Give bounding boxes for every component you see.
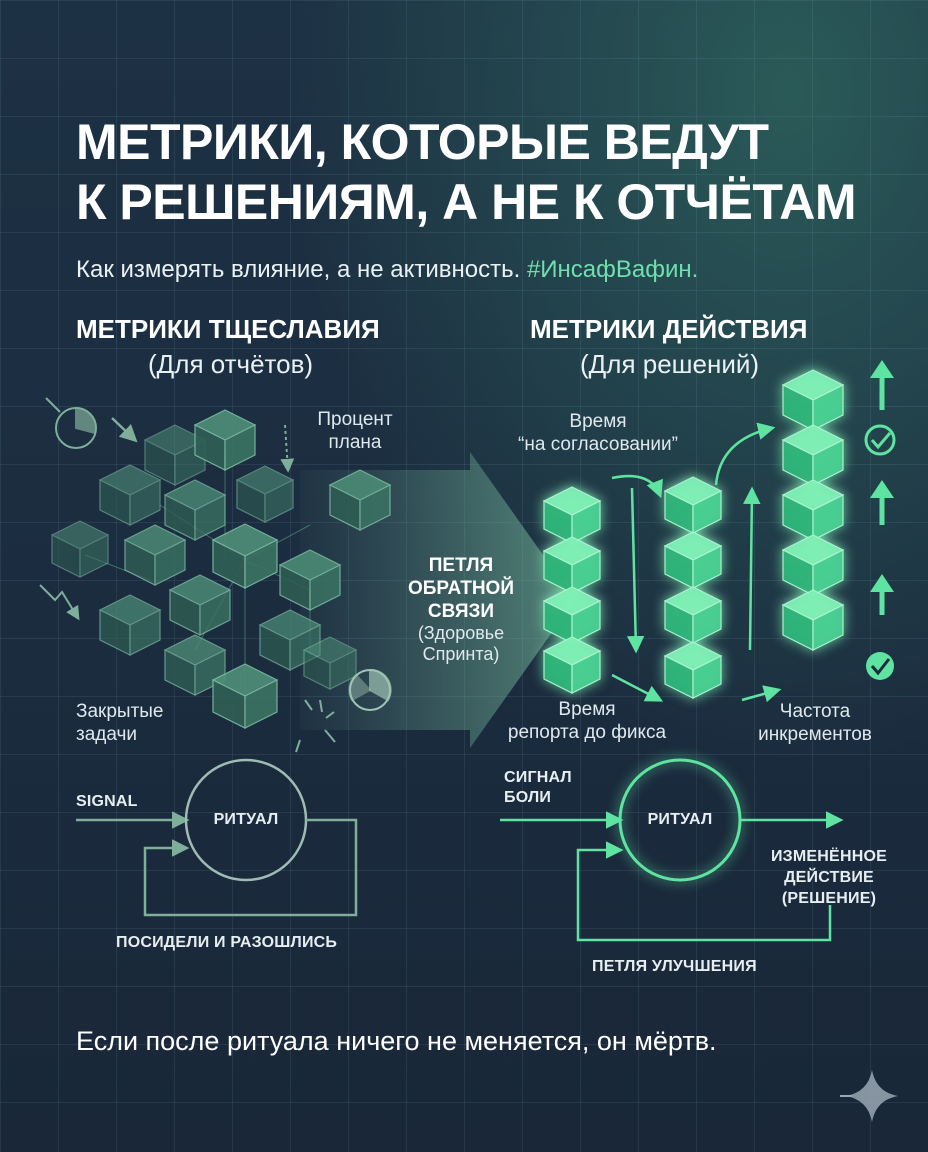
pie-chart-icon bbox=[348, 668, 392, 711]
cube-shape bbox=[781, 424, 845, 486]
action-ritual-loop bbox=[500, 758, 844, 942]
vanity-cube-cluster bbox=[50, 409, 392, 729]
action-loop-node: РИТУАЛ bbox=[647, 811, 713, 828]
cube-shape bbox=[163, 634, 227, 696]
label-closed-line-2: задачи bbox=[76, 724, 138, 745]
feedback-title-line-2: ОБРАТНОЙ bbox=[408, 578, 514, 599]
vanity-ritual-loop bbox=[76, 758, 358, 917]
feedback-title-line-3: СВЯЗИ bbox=[427, 601, 495, 622]
cube-shape bbox=[98, 594, 162, 656]
action-loop-input: СИГНАЛ БОЛИ bbox=[504, 768, 572, 808]
action-cube-stacks bbox=[542, 369, 845, 699]
cube-shape bbox=[235, 465, 295, 523]
cube-shape bbox=[278, 549, 342, 611]
label-increments-line-1: Частота bbox=[779, 701, 851, 722]
trend-down-icon bbox=[39, 584, 80, 621]
action-heading: МЕТРИКИ ДЕЙСТВИЯ bbox=[530, 314, 808, 344]
feedback-title-line-1: ПЕТЛЯ bbox=[428, 555, 494, 576]
pie-chart-icon bbox=[45, 397, 97, 449]
vanity-loop-output: ПОСИДЕЛИ И РАЗОШЛИСЬ bbox=[116, 934, 338, 951]
cube-shape bbox=[302, 636, 358, 690]
cube-shape bbox=[781, 534, 845, 596]
up-arrow-icon bbox=[870, 574, 894, 615]
sparkle-icon bbox=[846, 1070, 898, 1122]
action-loop-output-line-2: ДЕЙСТВИЕ bbox=[784, 869, 874, 886]
cube-shape bbox=[663, 641, 723, 699]
cube-shape bbox=[163, 479, 227, 541]
action-loop-output: ИЗМЕНЁННОЕ ДЕЙСТВИЕ (РЕШЕНИЕ) bbox=[754, 846, 904, 909]
label-plan-line-1: Процент bbox=[317, 409, 393, 430]
cube-shape bbox=[98, 464, 162, 526]
action-loop-return: ПЕТЛЯ УЛУЧШЕНИЯ bbox=[592, 958, 757, 975]
label-fix-time: Время репорта до фикса bbox=[482, 698, 692, 744]
cube-shape bbox=[781, 479, 845, 541]
label-plan-line-2: плана bbox=[328, 432, 382, 453]
cube-shape bbox=[193, 409, 257, 471]
up-arrow-icon-group bbox=[870, 360, 894, 615]
action-loop-output-line-3: (РЕШЕНИЕ) bbox=[781, 890, 877, 907]
cube-shape bbox=[663, 586, 723, 644]
label-closed-tasks: Закрытые задачи bbox=[76, 700, 164, 746]
label-closed-line-1: Закрытые bbox=[76, 701, 164, 722]
cube-shape bbox=[123, 524, 187, 586]
check-circle-icon bbox=[864, 424, 896, 456]
burst-icon bbox=[295, 699, 336, 753]
cube-shape bbox=[258, 609, 322, 671]
label-increment-frequency: Частота инкрементов bbox=[730, 700, 900, 746]
page-title: МЕТРИКИ, КОТОРЫЕ ВЕДУТ К РЕШЕНИЯМ, А НЕ … bbox=[76, 112, 906, 232]
footer-note: Если после ритуала ничего не меняется, о… bbox=[76, 1026, 717, 1056]
up-arrow-icon bbox=[870, 360, 894, 410]
label-plan-percent: Процент плана bbox=[300, 408, 410, 454]
check-circle-icon bbox=[866, 652, 894, 680]
cube-shape bbox=[781, 369, 845, 431]
action-loop-output-line-1: ИЗМЕНЁННОЕ bbox=[770, 848, 887, 865]
page-title-line-1: МЕТРИКИ, КОТОРЫЕ ВЕДУТ bbox=[76, 114, 769, 170]
cube-shape bbox=[328, 469, 392, 531]
cube-shape bbox=[168, 574, 232, 636]
feedback-subtitle-line-2: Спринта) bbox=[422, 644, 500, 664]
trend-arrow-icon bbox=[111, 417, 138, 443]
action-flow-arrows bbox=[611, 422, 782, 703]
up-arrow-icon bbox=[870, 480, 894, 525]
cube-shape bbox=[211, 663, 279, 729]
action-loop-input-line-1: СИГНАЛ bbox=[504, 769, 572, 786]
cube-shape bbox=[211, 523, 279, 589]
page-subtitle: Как измерять влияние, а не активность. #… bbox=[76, 256, 698, 284]
label-increments-line-2: инкрементов bbox=[758, 724, 872, 745]
cube-shape bbox=[542, 586, 602, 644]
label-approval-line-2: “на согласовании” bbox=[518, 434, 678, 455]
action-loop-input-line-2: БОЛИ bbox=[504, 789, 552, 806]
vanity-heading: МЕТРИКИ ТЩЕСЛАВИЯ bbox=[76, 314, 380, 344]
cube-shape bbox=[542, 636, 602, 694]
feedback-loop-label: ПЕТЛЯ ОБРАТНОЙ СВЯЗИ (Здоровье Спринта) bbox=[392, 554, 530, 665]
label-approval-line-1: Время bbox=[569, 411, 627, 432]
vanity-loop-input: SIGNAL bbox=[76, 793, 138, 810]
feedback-subtitle-line-1: (Здоровье bbox=[417, 623, 505, 643]
subtitle-text: Как измерять влияние, а не активность. bbox=[76, 256, 521, 283]
cube-shape bbox=[50, 520, 110, 578]
label-approval-time: Время “на согласовании” bbox=[478, 410, 718, 456]
vanity-loop-node: РИТУАЛ bbox=[213, 811, 279, 828]
label-fix-line-2: репорта до фикса bbox=[507, 722, 667, 743]
action-subheading: (Для решений) bbox=[580, 349, 760, 379]
label-fix-line-1: Время bbox=[558, 699, 616, 720]
cube-shape bbox=[781, 589, 845, 651]
plan-pointer-arrow bbox=[280, 424, 295, 473]
cube-shape bbox=[663, 476, 723, 534]
cube-shape bbox=[143, 424, 207, 486]
subtitle-hashtag: #ИнсафВафин. bbox=[526, 256, 699, 283]
vanity-subheading: (Для отчётов) bbox=[148, 349, 314, 379]
cube-shape bbox=[542, 486, 602, 544]
page-title-line-2: К РЕШЕНИЯМ, А НЕ К ОТЧЁТАМ bbox=[76, 174, 857, 230]
cube-shape bbox=[663, 531, 723, 589]
